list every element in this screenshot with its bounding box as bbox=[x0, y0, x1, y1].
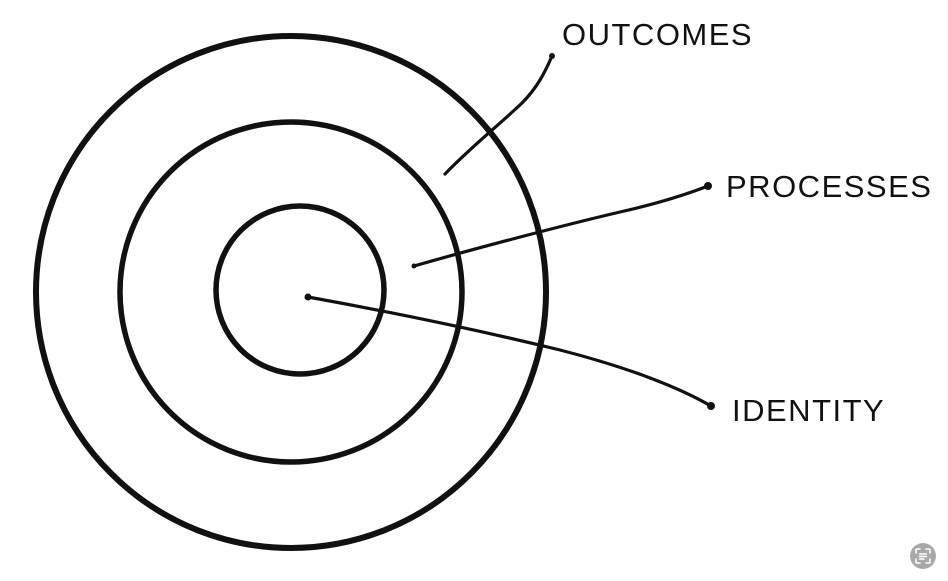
ring-inner bbox=[213, 203, 387, 377]
ring-middle bbox=[117, 119, 465, 465]
label-processes: PROCESSES bbox=[726, 169, 933, 204]
leader-line-processes bbox=[412, 184, 710, 268]
leader-dot-outcomes bbox=[549, 53, 555, 59]
leader-start-processes bbox=[411, 263, 417, 269]
leader-line-identity bbox=[306, 295, 713, 408]
leader-dot-processes bbox=[704, 182, 712, 190]
ring-outer bbox=[33, 33, 549, 551]
image-text-scan-button[interactable] bbox=[910, 543, 936, 569]
leader-line-outcomes bbox=[443, 54, 554, 176]
leader-start-identity bbox=[304, 293, 312, 301]
scan-text-icon bbox=[915, 548, 931, 564]
leader-dot-identity bbox=[707, 402, 715, 410]
label-identity: IDENTITY bbox=[732, 393, 886, 428]
label-outcomes: OUTCOMES bbox=[562, 17, 754, 52]
